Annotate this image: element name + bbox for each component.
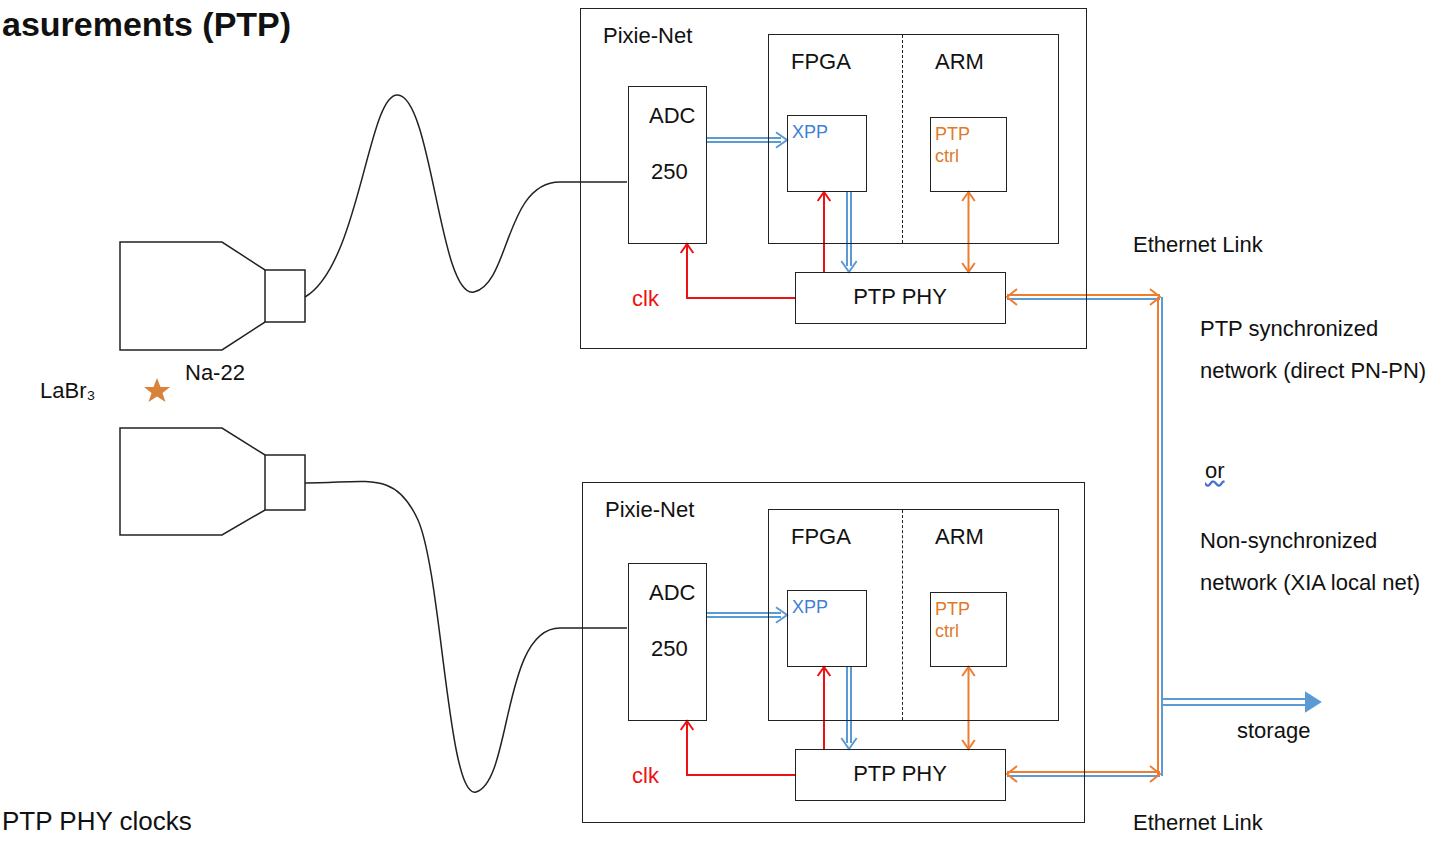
phy-box: PTP PHY	[795, 749, 1006, 801]
connector	[962, 667, 975, 749]
note-text: or	[1205, 458, 1225, 484]
ptp-ctrl-box: PTP ctrl	[930, 592, 1007, 667]
signal-cable	[305, 481, 627, 792]
detector	[120, 428, 305, 535]
box-label: FPGA	[791, 49, 851, 75]
detector-label: LaBr₃	[40, 378, 95, 404]
clock-label: clk	[632, 286, 659, 312]
box-label: ARM	[935, 49, 984, 75]
slide-title: asurements (PTP)	[2, 4, 291, 45]
box-label: PTP PHY	[853, 284, 947, 310]
xpp-box: XPP	[787, 590, 867, 667]
link-label: Ethernet Link	[1133, 232, 1263, 258]
phy-box: PTP PHY	[795, 272, 1006, 324]
connector	[818, 192, 831, 272]
link-label: Ethernet Link	[1133, 810, 1263, 836]
adc-box: ADC 250	[628, 563, 707, 721]
box-label: FPGA	[791, 524, 851, 550]
fpga-arm-box: FPGA ARM XPP PTP ctrl	[768, 509, 1059, 721]
footer-text: PTP PHY clocks	[2, 806, 192, 837]
connector	[841, 192, 856, 272]
clock-label: clk	[632, 763, 659, 789]
source-label: Na-22	[185, 360, 245, 386]
xpp-box: XPP	[787, 115, 867, 192]
divider-line	[902, 510, 903, 720]
connector	[707, 607, 787, 622]
connector	[681, 244, 795, 298]
source-star	[144, 378, 170, 402]
box-label: 250	[651, 159, 688, 185]
fpga-arm-box: FPGA ARM XPP PTP ctrl	[768, 34, 1059, 244]
signal-cable	[305, 95, 627, 297]
connector	[707, 132, 787, 147]
ptp-ctrl-box: PTP ctrl	[930, 117, 1007, 192]
network-note: Non-synchronized network (XIA local net)	[1200, 520, 1440, 604]
box-label: Pixie-Net	[605, 497, 694, 523]
connector	[962, 192, 975, 272]
network-note: PTP synchronized network (direct PN-PN)	[1200, 308, 1435, 392]
adc-box: ADC 250	[628, 86, 707, 244]
connector	[818, 667, 831, 749]
box-label: PTP PHY	[853, 761, 947, 787]
box-label: XPP	[792, 122, 828, 144]
box-label: ADC	[649, 580, 695, 606]
connector	[681, 721, 795, 775]
storage-label: storage	[1237, 718, 1310, 744]
box-label: ARM	[935, 524, 984, 550]
box-label: XPP	[792, 597, 828, 619]
box-label: PTP ctrl	[935, 124, 979, 167]
divider-line	[902, 35, 903, 243]
box-label: PTP ctrl	[935, 599, 979, 642]
box-label: Pixie-Net	[603, 23, 692, 49]
box-label: 250	[651, 636, 688, 662]
detector	[120, 242, 305, 350]
connector	[841, 667, 856, 749]
box-label: ADC	[649, 103, 695, 129]
